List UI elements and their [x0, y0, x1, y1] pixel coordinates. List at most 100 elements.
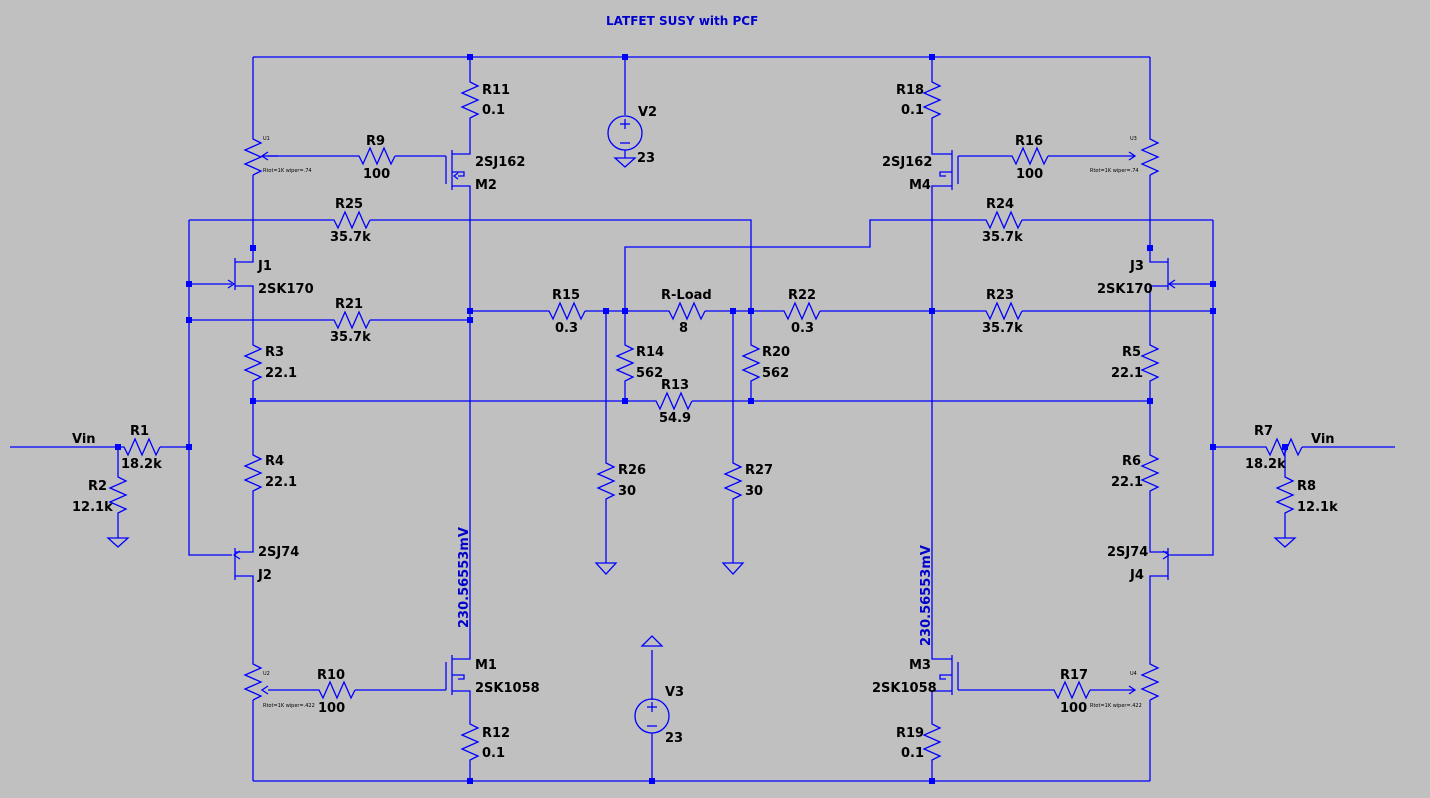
svg-text:35.7k: 35.7k	[982, 321, 1023, 336]
resistor-r22[interactable]: R22 0.3	[780, 288, 821, 336]
resistor-r5[interactable]: R5 22.1	[1111, 340, 1160, 385]
svg-text:2SJ162: 2SJ162	[475, 155, 525, 170]
potentiometer-u2[interactable]: U2 Rtot=1K wiper=.422	[243, 660, 315, 709]
svg-text:R1: R1	[130, 424, 149, 439]
jfet-j2[interactable]: 2SJ74 J2	[232, 545, 299, 590]
resistor-r23[interactable]: R23 35.7k	[982, 288, 1023, 336]
svg-text:0.1: 0.1	[901, 746, 924, 761]
resistor-r11[interactable]: R11 0.1	[460, 78, 510, 122]
svg-text:R6: R6	[1122, 454, 1141, 469]
svg-text:100: 100	[318, 701, 345, 716]
resistor-r25[interactable]: R25 35.7k	[330, 197, 371, 245]
resistor-r27[interactable]: R27 30	[723, 458, 773, 503]
potentiometer-u3[interactable]: U3 Rtot=1K wiper=.74	[1090, 135, 1160, 176]
voltage-source-v2[interactable]: V2 23	[607, 105, 657, 166]
svg-text:R17: R17	[1060, 668, 1088, 683]
svg-text:R12: R12	[482, 726, 510, 741]
svg-text:0.1: 0.1	[901, 103, 924, 118]
svg-text:U3: U3	[1130, 136, 1137, 142]
svg-text:J3: J3	[1129, 259, 1144, 274]
resistor-r7[interactable]: R7 18.2k	[1245, 424, 1303, 472]
svg-text:2SJ74: 2SJ74	[258, 545, 299, 560]
svg-text:23: 23	[637, 151, 655, 166]
resistor-r1[interactable]: R1 18.2k	[120, 424, 162, 472]
resistor-r14[interactable]: R14 562	[615, 340, 664, 385]
svg-text:2SK1058: 2SK1058	[475, 681, 540, 696]
svg-text:V3: V3	[665, 685, 684, 700]
svg-text:Rtot=1K wiper=.74: Rtot=1K wiper=.74	[263, 168, 312, 174]
potentiometer-u1[interactable]: U1 Rtot=1K wiper=.74	[243, 135, 312, 176]
svg-text:0.3: 0.3	[791, 321, 814, 336]
resistor-r18[interactable]: R18 0.1	[896, 78, 942, 122]
resistor-r13[interactable]: R13 54.9	[652, 378, 693, 426]
svg-text:23: 23	[665, 731, 683, 746]
svg-text:U2: U2	[263, 671, 270, 677]
resistor-r20[interactable]: R20 562	[741, 340, 790, 385]
svg-text:M3: M3	[909, 658, 931, 673]
mosfet-m1[interactable]: M1 2SK1058	[445, 655, 540, 696]
resistor-r26[interactable]: R26 30	[596, 458, 646, 503]
svg-text:30: 30	[618, 484, 636, 499]
svg-text:35.7k: 35.7k	[330, 330, 371, 345]
resistor-r19[interactable]: R19 0.1	[896, 720, 942, 765]
resistor-r15[interactable]: R15 0.3	[545, 288, 586, 336]
mosfet-m3[interactable]: M3 2SK1058	[872, 655, 959, 696]
svg-text:M1: M1	[475, 658, 497, 673]
resistor-r4[interactable]: R4 22.1	[243, 450, 297, 495]
svg-text:R25: R25	[335, 197, 363, 212]
svg-text:R13: R13	[661, 378, 689, 393]
net-label-vin-right: Vin	[1311, 432, 1335, 447]
jfet-j3[interactable]: J3 2SK170	[1097, 250, 1176, 297]
svg-text:R8: R8	[1297, 479, 1316, 494]
svg-text:M4: M4	[909, 178, 931, 193]
svg-text:U1: U1	[263, 136, 270, 142]
probe-voltage-right: 230.56553mV	[919, 545, 934, 646]
resistor-r2[interactable]: R2 12.1k	[72, 472, 128, 517]
resistor-r16[interactable]: R16 100	[1008, 134, 1049, 182]
potentiometer-u4[interactable]: U4 Rtot=1K wiper=.422	[1090, 660, 1160, 709]
svg-text:35.7k: 35.7k	[330, 230, 371, 245]
svg-text:2SK1058: 2SK1058	[872, 681, 937, 696]
junctions	[115, 54, 1288, 784]
svg-text:12.1k: 12.1k	[1297, 500, 1338, 515]
resistor-r21[interactable]: R21 35.7k	[330, 297, 371, 345]
resistor-r9[interactable]: R9 100	[355, 134, 396, 182]
svg-text:J1: J1	[257, 259, 272, 274]
resistor-r3[interactable]: R3 22.1	[243, 340, 297, 385]
svg-text:R18: R18	[896, 83, 924, 98]
resistor-r8[interactable]: R8 12.1k	[1275, 472, 1338, 517]
svg-text:R22: R22	[788, 288, 816, 303]
svg-text:R4: R4	[265, 454, 284, 469]
resistor-r12[interactable]: R12 0.1	[460, 720, 510, 765]
ground-symbols	[106, 157, 1297, 647]
jfet-j4[interactable]: 2SJ74 J4	[1107, 545, 1171, 590]
resistor-rload[interactable]: R-Load 8	[661, 288, 712, 336]
svg-text:M2: M2	[475, 178, 497, 193]
schematic-title: LATFET SUSY with PCF	[606, 14, 758, 28]
svg-text:R16: R16	[1015, 134, 1043, 149]
voltage-source-v3[interactable]: V3 23	[634, 685, 684, 746]
svg-text:U4: U4	[1130, 671, 1137, 677]
svg-text:V2: V2	[638, 105, 657, 120]
resistor-r6[interactable]: R6 22.1	[1111, 450, 1160, 495]
svg-text:R3: R3	[265, 345, 284, 360]
svg-text:R24: R24	[986, 197, 1014, 212]
resistor-r24[interactable]: R24 35.7k	[982, 197, 1023, 245]
svg-text:R19: R19	[896, 726, 924, 741]
mosfet-m2[interactable]: 2SJ162 M2	[445, 150, 525, 193]
svg-text:8: 8	[679, 321, 688, 336]
svg-text:R7: R7	[1254, 424, 1273, 439]
mosfet-m4[interactable]: 2SJ162 M4	[882, 150, 959, 193]
resistor-r10[interactable]: R10 100	[315, 668, 356, 716]
svg-text:R23: R23	[986, 288, 1014, 303]
resistor-r17[interactable]: R17 100	[1050, 668, 1091, 716]
svg-text:18.2k: 18.2k	[121, 457, 162, 472]
svg-text:R-Load: R-Load	[661, 288, 712, 303]
svg-text:22.1: 22.1	[265, 475, 297, 490]
svg-text:54.9: 54.9	[659, 411, 691, 426]
jfet-j1[interactable]: J1 2SK170	[227, 250, 314, 297]
wires	[10, 56, 1395, 782]
svg-text:R10: R10	[317, 668, 345, 683]
svg-text:Rtot=1K wiper=.422: Rtot=1K wiper=.422	[263, 703, 315, 709]
